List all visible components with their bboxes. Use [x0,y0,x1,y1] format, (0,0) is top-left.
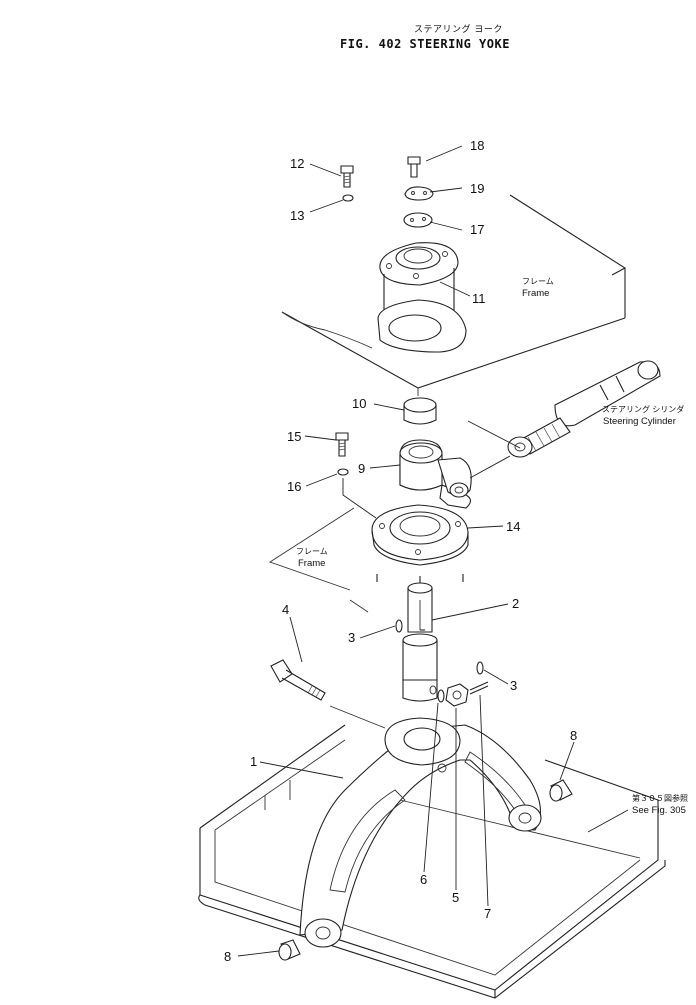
label-19: 19 [470,181,484,196]
label-2: 2 [512,596,519,611]
label-3b: 3 [510,678,517,693]
label-8a: 8 [570,728,577,743]
ref-en: See Fig. 305 [632,805,686,816]
bushing-8b [278,939,301,961]
frame-top-jp: フレーム [522,277,554,286]
label-12: 12 [290,156,304,171]
upper-frame [281,194,626,396]
label-15: 15 [287,429,301,444]
label-4: 4 [282,602,289,617]
label-6: 6 [420,872,427,887]
cap-plate [403,212,433,228]
label-5: 5 [452,890,459,905]
washer-13 [342,194,354,202]
steering-lever-9 [399,439,472,509]
nut-5 [445,683,469,707]
label-18: 18 [470,138,484,153]
figure-title: FIG. 402 STEERING YOKE [340,37,510,51]
label-16: 16 [287,479,301,494]
bolt-18 [407,156,421,178]
yoke-1 [299,717,542,948]
label-9: 9 [358,461,365,476]
leader-lines [237,145,629,957]
bolt-4-axis [329,705,386,729]
label-14: 14 [506,519,520,534]
king-pin-2 [402,582,438,702]
cotter-pin-7 [469,681,489,695]
washer-16 [337,468,349,476]
cylinder-jp: ステアリング シリンダ [602,404,684,414]
label-11: 11 [472,291,486,306]
bolt-15 [335,432,349,457]
cylinder-link-line [469,455,511,479]
bolt-4 [270,659,326,701]
upper-bearing-housing [377,242,467,353]
lock-plate [404,186,434,201]
lower-bearing-housing [371,504,469,566]
label-13: 13 [290,208,304,223]
washer-6 [437,689,445,703]
cylinder-en: Steering Cylinder [603,416,676,427]
label-10: 10 [352,396,366,411]
pin-3a [395,619,403,633]
frame-mid-jp: フレーム [296,547,328,556]
bushing-10 [403,397,437,425]
washer-16-guide [342,478,377,519]
bolt-12 [340,165,354,188]
frame-top-en: Frame [522,288,549,299]
pin-3b [476,661,484,675]
bushing-8a [549,779,573,802]
ref-jp: 第３０５図参照 [632,793,688,803]
steering-cylinder [507,360,661,458]
label-8b: 8 [224,949,231,964]
label-17: 17 [470,222,484,237]
label-7: 7 [484,906,491,921]
frame-mid-en: Frame [298,558,325,569]
label-1: 1 [250,754,257,769]
middle-frame [268,507,369,613]
label-3a: 3 [348,630,355,645]
figure-title-jp: ステアリング ヨーク [414,25,503,35]
